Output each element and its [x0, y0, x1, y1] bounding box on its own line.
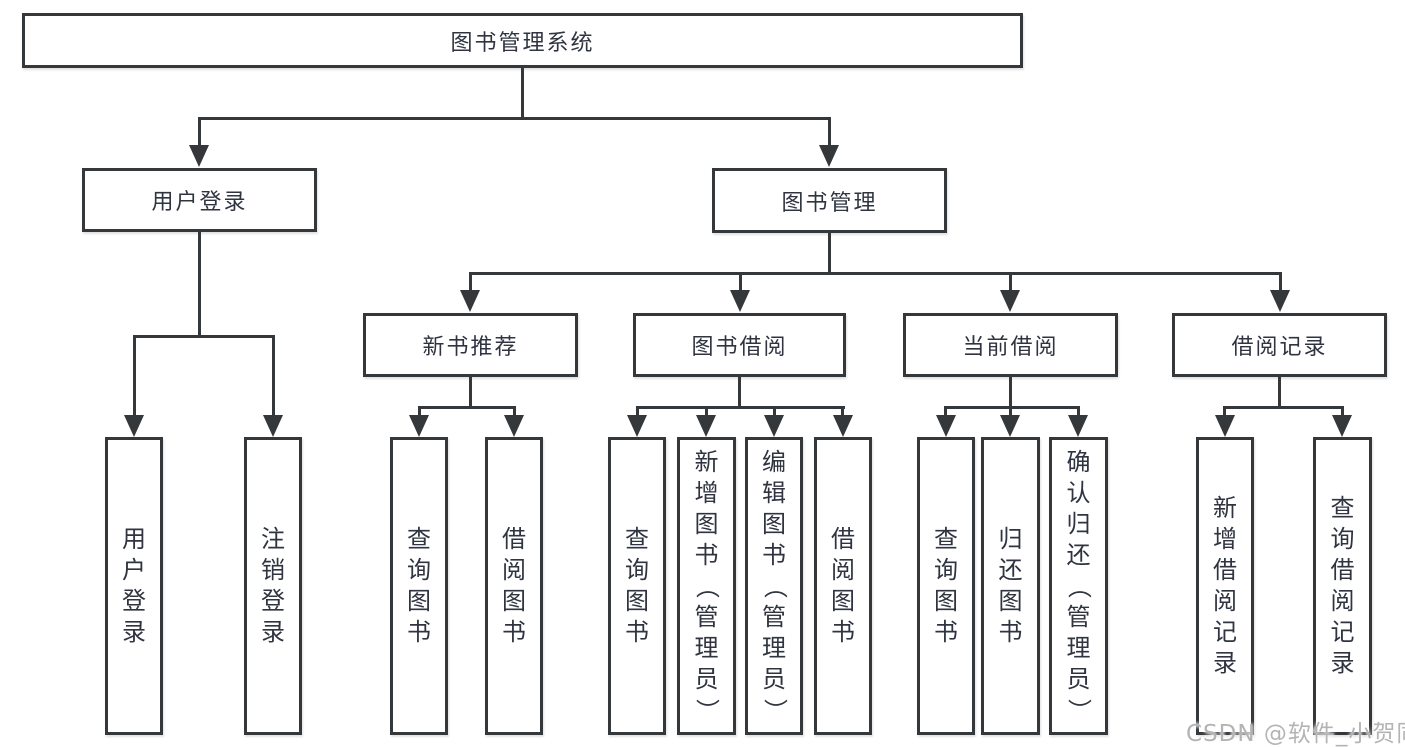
- csdn-watermark: CSDN @软件_小贺同学: [1186, 721, 1405, 747]
- node-user-login-label: 用户登录: [151, 190, 248, 215]
- leaf-query-books-recommend: 查询图书: [390, 437, 448, 735]
- connector-drop: [1341, 406, 1344, 418]
- leaf-add-borrow-record-label: 新增借阅记录: [1213, 494, 1237, 677]
- node-book-management-label: 图书管理: [781, 190, 878, 216]
- down-arrow: [627, 415, 647, 437]
- leaf-query-books-current: 查询图书: [917, 437, 975, 735]
- connector-current-borrow-stem: [1009, 377, 1012, 409]
- connector-drop-borrow-records: [1279, 272, 1282, 292]
- down-arrow: [1000, 415, 1020, 437]
- leaf-confirm-return-admin: 确认归还（管理员）: [1049, 437, 1108, 735]
- connector-drop-book-management: [828, 117, 831, 147]
- leaf-edit-book-admin-label: 编辑图书（管理员）: [760, 447, 789, 723]
- leaf-add-book-admin: 新增图书（管理员）: [677, 437, 736, 735]
- node-new-book-recommend-label: 新书推荐: [422, 335, 519, 360]
- connector-new-book-stem: [469, 377, 472, 409]
- connector-drop: [773, 406, 776, 418]
- down-arrow: [409, 415, 429, 437]
- connector-user-login-stem: [198, 232, 201, 338]
- down-arrow-user-login: [189, 145, 209, 167]
- down-arrow-book-management: [819, 145, 839, 167]
- connector-drop: [1223, 406, 1226, 418]
- node-current-borrow-label: 当前借阅: [962, 335, 1059, 360]
- connector-drop-leaf-logout: [272, 335, 275, 417]
- connector-level2-rail: [198, 117, 831, 120]
- down-arrow: [764, 415, 784, 437]
- connector-current-borrow-rail: [944, 406, 1080, 409]
- node-root: 图书管理系统: [22, 13, 1023, 68]
- connector-drop: [1009, 406, 1012, 418]
- down-arrow-current-borrow: [1000, 290, 1020, 312]
- connector-drop: [1077, 406, 1080, 418]
- leaf-edit-book-admin: 编辑图书（管理员）: [745, 437, 803, 735]
- down-arrow: [936, 415, 956, 437]
- node-user-login: 用户登录: [82, 168, 317, 232]
- leaf-query-borrow-record-label: 查询借阅记录: [1330, 494, 1355, 677]
- leaf-logout: 注销登录: [244, 437, 302, 735]
- connector-drop: [841, 406, 844, 418]
- down-arrow-book-borrow: [730, 290, 750, 312]
- connector-level3-rail: [469, 272, 1282, 275]
- connector-drop: [636, 406, 639, 418]
- leaf-return-book-label: 归还图书: [998, 525, 1023, 646]
- node-new-book-recommend: 新书推荐: [363, 313, 578, 377]
- node-borrow-records-label: 借阅记录: [1231, 335, 1328, 360]
- connector-user-login-rail: [133, 335, 275, 338]
- connector-borrow-records-stem: [1278, 377, 1281, 409]
- connector-book-management-stem: [828, 233, 831, 275]
- leaf-borrow-books-recommend: 借阅图书: [485, 437, 543, 735]
- connector-book-borrow-rail: [636, 406, 845, 409]
- connector-book-borrow-stem: [738, 377, 741, 409]
- leaf-user-login: 用户登录: [105, 437, 163, 735]
- connector-drop-leaf-user-login: [133, 335, 136, 417]
- leaf-confirm-return-admin-label: 确认归还（管理员）: [1065, 447, 1093, 723]
- connector-drop: [513, 406, 516, 418]
- leaf-query-books-borrow-label: 查询图书: [625, 525, 649, 646]
- node-current-borrow: 当前借阅: [903, 313, 1118, 377]
- down-arrow-new-book: [460, 290, 480, 312]
- leaf-query-borrow-record: 查询借阅记录: [1313, 437, 1372, 735]
- down-arrow-borrow-records: [1270, 290, 1290, 312]
- leaf-return-book: 归还图书: [981, 437, 1040, 735]
- node-root-label: 图书管理系统: [450, 30, 595, 56]
- leaf-add-borrow-record: 新增借阅记录: [1196, 437, 1254, 735]
- down-arrow: [696, 415, 716, 437]
- down-arrow: [1068, 415, 1088, 437]
- leaf-user-login-label: 用户登录: [122, 525, 146, 646]
- node-borrow-records: 借阅记录: [1172, 313, 1387, 377]
- connector-drop-user-login: [198, 117, 201, 147]
- down-arrow: [504, 415, 524, 437]
- connector-drop-new-book: [469, 272, 472, 292]
- connector-drop-current-borrow: [1009, 272, 1012, 292]
- leaf-query-books-current-label: 查询图书: [934, 525, 958, 646]
- connector-borrow-records-rail: [1223, 406, 1344, 409]
- node-book-management: 图书管理: [712, 168, 947, 233]
- down-arrow: [1215, 415, 1235, 437]
- down-arrow-leaf-user-login: [124, 415, 144, 437]
- leaf-borrow-books-recommend-label: 借阅图书: [502, 525, 526, 646]
- down-arrow-leaf-logout: [263, 415, 283, 437]
- connector-drop: [944, 406, 947, 418]
- connector-drop: [705, 406, 708, 418]
- connector-root-stem: [521, 68, 524, 119]
- connector-drop: [418, 406, 421, 418]
- connector-new-book-rail: [418, 406, 516, 409]
- leaf-logout-label: 注销登录: [261, 525, 285, 646]
- leaf-query-books-borrow: 查询图书: [608, 437, 666, 735]
- leaf-query-books-recommend-label: 查询图书: [407, 525, 431, 646]
- node-book-borrow: 图书借阅: [633, 313, 846, 377]
- leaf-borrow-books: 借阅图书: [814, 437, 872, 735]
- node-book-borrow-label: 图书借阅: [691, 335, 788, 360]
- leaf-borrow-books-label: 借阅图书: [831, 525, 855, 646]
- leaf-add-book-admin-label: 新增图书（管理员）: [693, 447, 721, 723]
- connector-drop-book-borrow: [739, 272, 742, 292]
- down-arrow: [1332, 415, 1352, 437]
- down-arrow: [833, 415, 853, 437]
